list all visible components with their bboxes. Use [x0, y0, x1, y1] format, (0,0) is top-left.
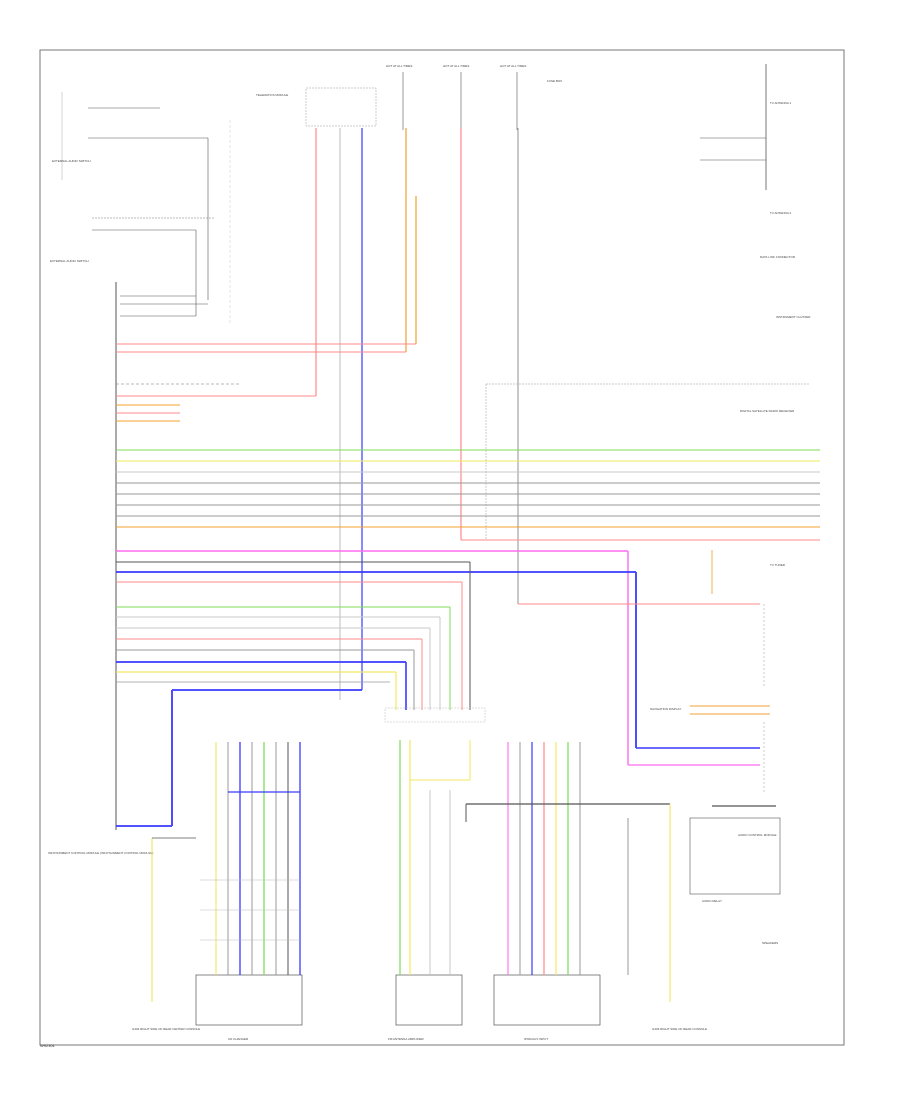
switch-b-label: EXTERNAL AUDIO SWITCH: [50, 259, 89, 263]
infotainment-control-label: INFOTAINMENT CONTROL MODULE (INFOTAINMEN…: [48, 851, 153, 855]
tv-antenna-2-label: TV ANTENNA 2: [770, 211, 792, 215]
diagram-code: W92301: [40, 1043, 55, 1048]
speakers-label: SPEAKERS: [762, 941, 778, 945]
antenna-amp-box: [395, 974, 463, 1026]
cd-changer-box: [195, 974, 303, 1026]
diagram-frame: [39, 49, 845, 1046]
left-switches: EXTERNAL AUDIO SWITCH EXTERNAL AUDIO SWI…: [50, 92, 231, 325]
top-fuse-group: HOT AT ALL TIMES HOT AT ALL TIMES HOT AT…: [386, 64, 562, 130]
cd-changer-label: CD CHANGER: [228, 1037, 249, 1041]
ipod-box: [493, 974, 601, 1026]
telematics-module-label: TELEMATICS MODULE: [256, 93, 288, 97]
digital-satellite-label: DIGITAL SATELLITE RADIO RECEIVER: [740, 409, 795, 413]
bottom-modules: CD CHANGER FM ANTENNA AMPLIFIER IPOD/AUX…: [132, 974, 707, 1041]
audio-control-box: [689, 817, 781, 895]
telematics-module-box: [305, 87, 377, 127]
ground-right-label: G403 RIGHT SIDE OF REAR CONSOLE: [652, 1027, 707, 1031]
antenna-amp-wires: [399, 740, 471, 975]
fuse-box-note: FUSE BOX: [547, 79, 562, 83]
right-side: TV ANTENNA 1 TV ANTENNA 2 DATA LINK CONN…: [485, 64, 811, 945]
navigation-label: NAVIGATION DISPLAY: [650, 707, 681, 711]
fuse-label-1: HOT AT ALL TIMES: [386, 64, 412, 68]
vertical-wires-top: [315, 128, 519, 700]
audio-control-label: AUDIO CONTROL MODULE: [738, 833, 777, 837]
switch-a-label: EXTERNAL AUDIO SWITCH: [52, 159, 91, 163]
tv-antenna-1-label: TV ANTENNA 1: [770, 101, 792, 105]
ground-left-label: G404 RIGHT SIDE OF REAR CENTER CONSOLE: [132, 1027, 200, 1031]
center-connector-drops: [116, 562, 486, 827]
horizontal-wire-bundle: [116, 343, 820, 766]
antenna-amp-label: FM ANTENNA AMPLIFIER: [388, 1037, 425, 1041]
cd-changer-wires: [200, 742, 301, 975]
ipod-wires: [465, 742, 671, 1002]
fuse-label-2: HOT AT ALL TIMES: [443, 64, 469, 68]
right-info-label: DATA LINK CONNECTOR: [760, 255, 796, 259]
tv-tuner-label: TV TUNER: [770, 563, 786, 567]
relay-note-label: AUDIO RELAY: [702, 899, 722, 903]
fuse-label-3: HOT AT ALL TIMES: [500, 64, 526, 68]
ipod-label: IPOD/AUX INPUT: [524, 1037, 548, 1041]
right-info-b-label: INSTRUMENT CLUSTER: [776, 315, 811, 319]
